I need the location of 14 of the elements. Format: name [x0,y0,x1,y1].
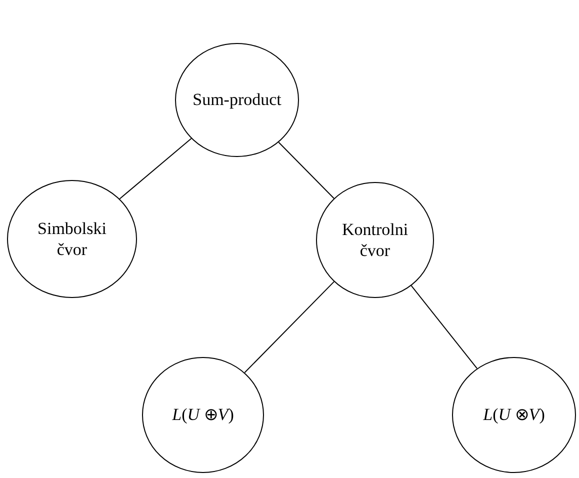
ellipse-node [316,182,434,298]
connector-line [410,285,478,369]
connector-line [244,281,334,374]
ellipse-node [175,43,299,157]
node-label: L(U ⊗V) [483,404,545,426]
ellipse-node [452,357,576,473]
ellipse-node [142,357,264,473]
node-label: Sum-product [192,89,282,111]
node-label: L(U ⊕V) [172,404,234,426]
node-label: Simbolski čvor [36,218,108,260]
ellipse-node [7,180,137,298]
node-label: Kontrolni čvor [340,218,410,262]
connector-line [119,138,192,200]
connector-line [278,142,334,199]
